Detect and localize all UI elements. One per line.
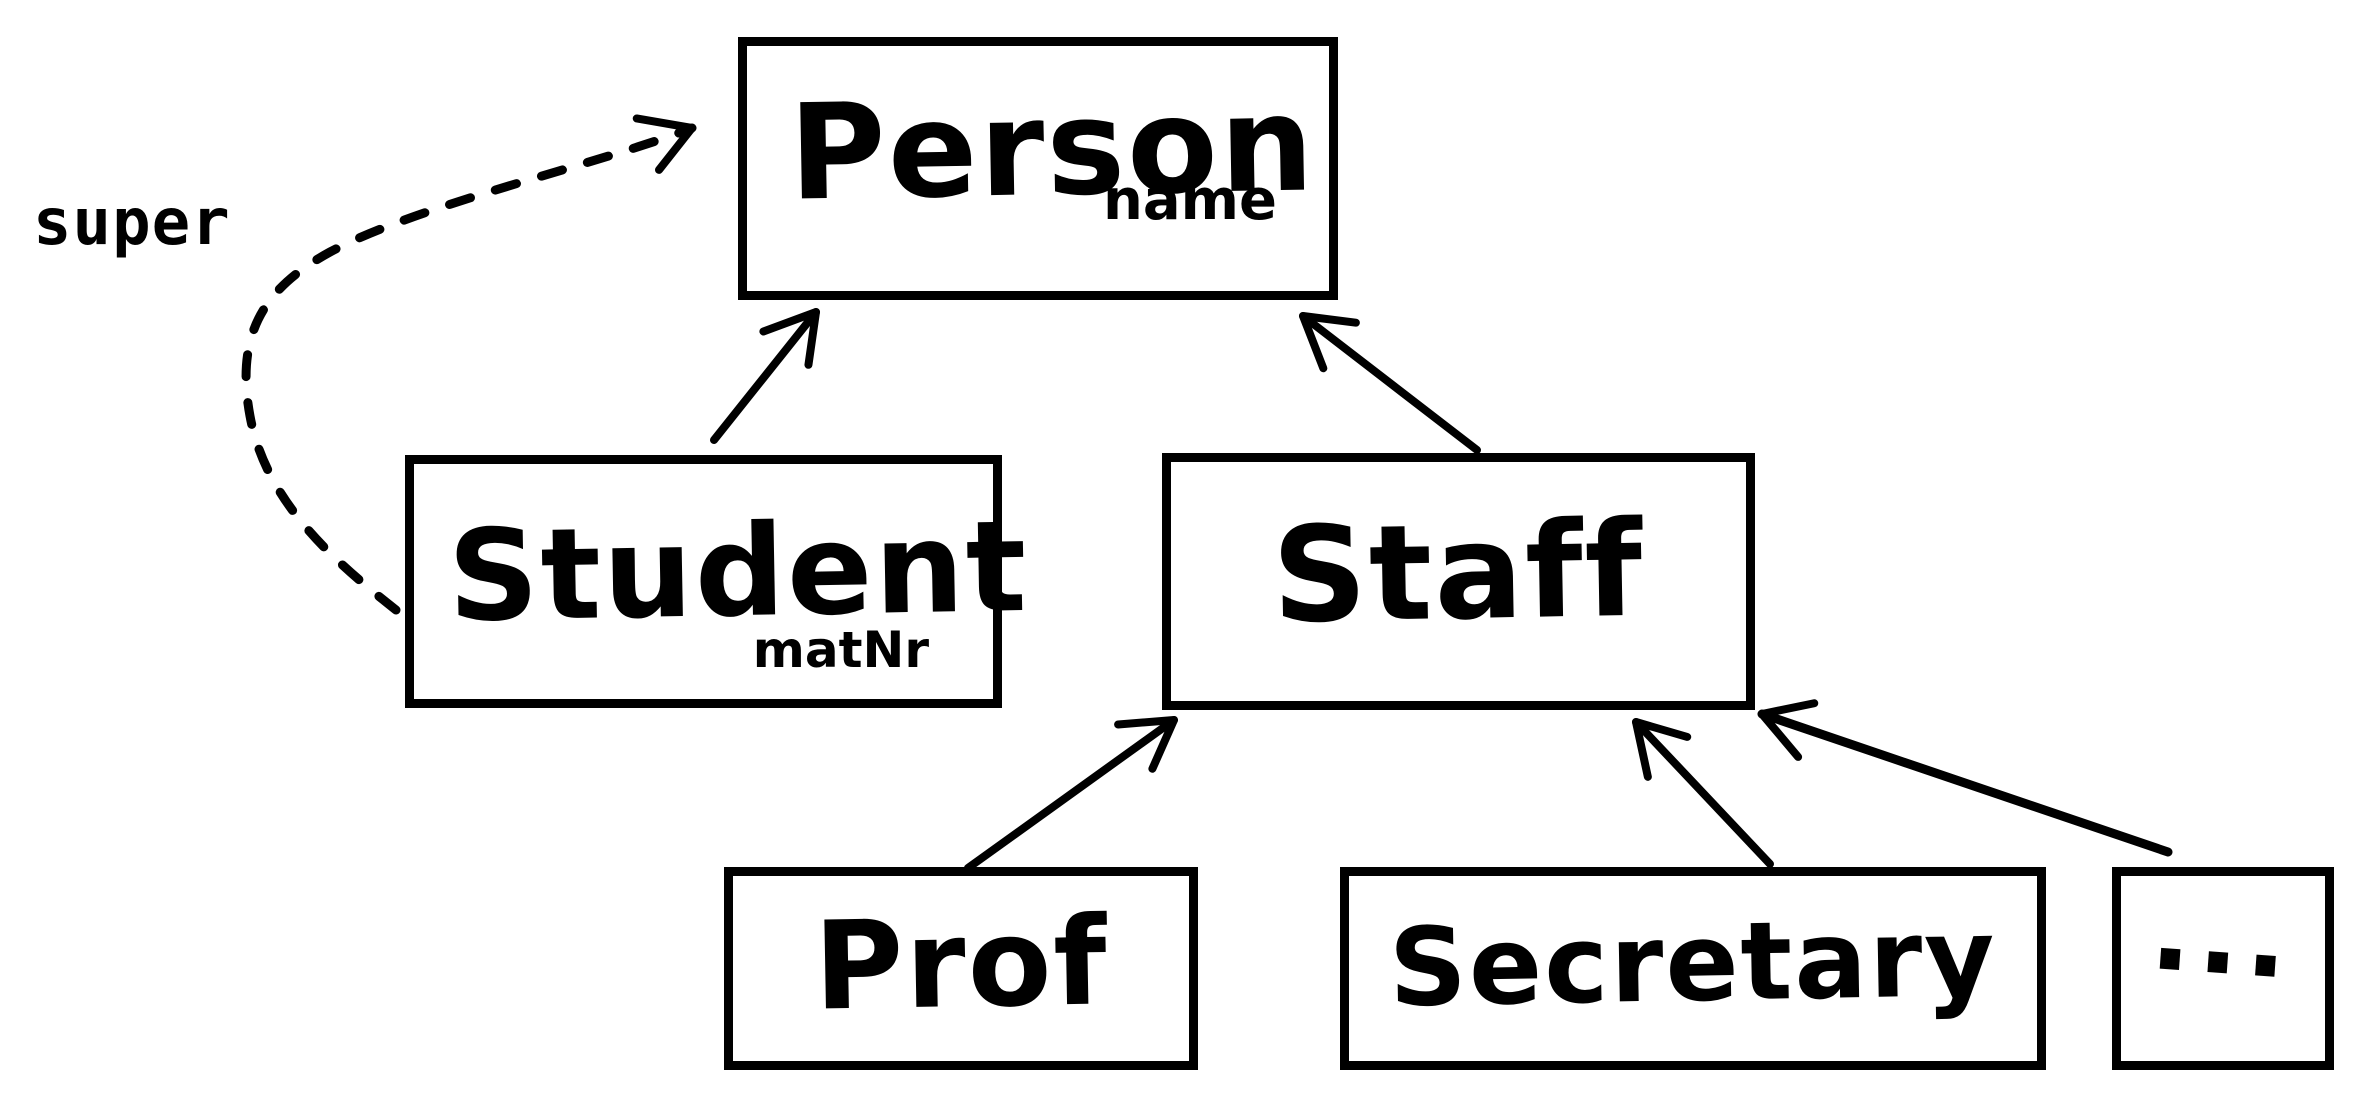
attribute-matnr: matNr (752, 621, 929, 679)
edge-super-dashed-arrow (241, 114, 697, 615)
class-name-staff: Staff (1271, 492, 1646, 653)
class-name-student: Student (446, 492, 1030, 651)
class-box-person: Person name (738, 37, 1338, 300)
edge-staff-to-person (1299, 312, 1481, 454)
class-name-ellipsis: ... (2147, 865, 2299, 1004)
edge-ellipsis-to-staff (1757, 699, 2173, 857)
class-name-prof: Prof (812, 889, 1110, 1038)
class-name-secretary: Secretary (1388, 895, 1998, 1032)
edge-student-to-person (710, 308, 820, 444)
class-box-secretary: Secretary (1340, 867, 2046, 1070)
class-box-prof: Prof (724, 867, 1198, 1070)
class-box-staff: Staff (1162, 453, 1755, 710)
attribute-name: name (1103, 168, 1277, 233)
edge-secretary-to-staff (1632, 718, 1774, 868)
class-box-student: Student matNr (405, 455, 1030, 708)
edge-prof-to-staff (964, 716, 1178, 872)
class-box-ellipsis: ... (2112, 865, 2334, 1070)
super-label: super (33, 186, 231, 260)
